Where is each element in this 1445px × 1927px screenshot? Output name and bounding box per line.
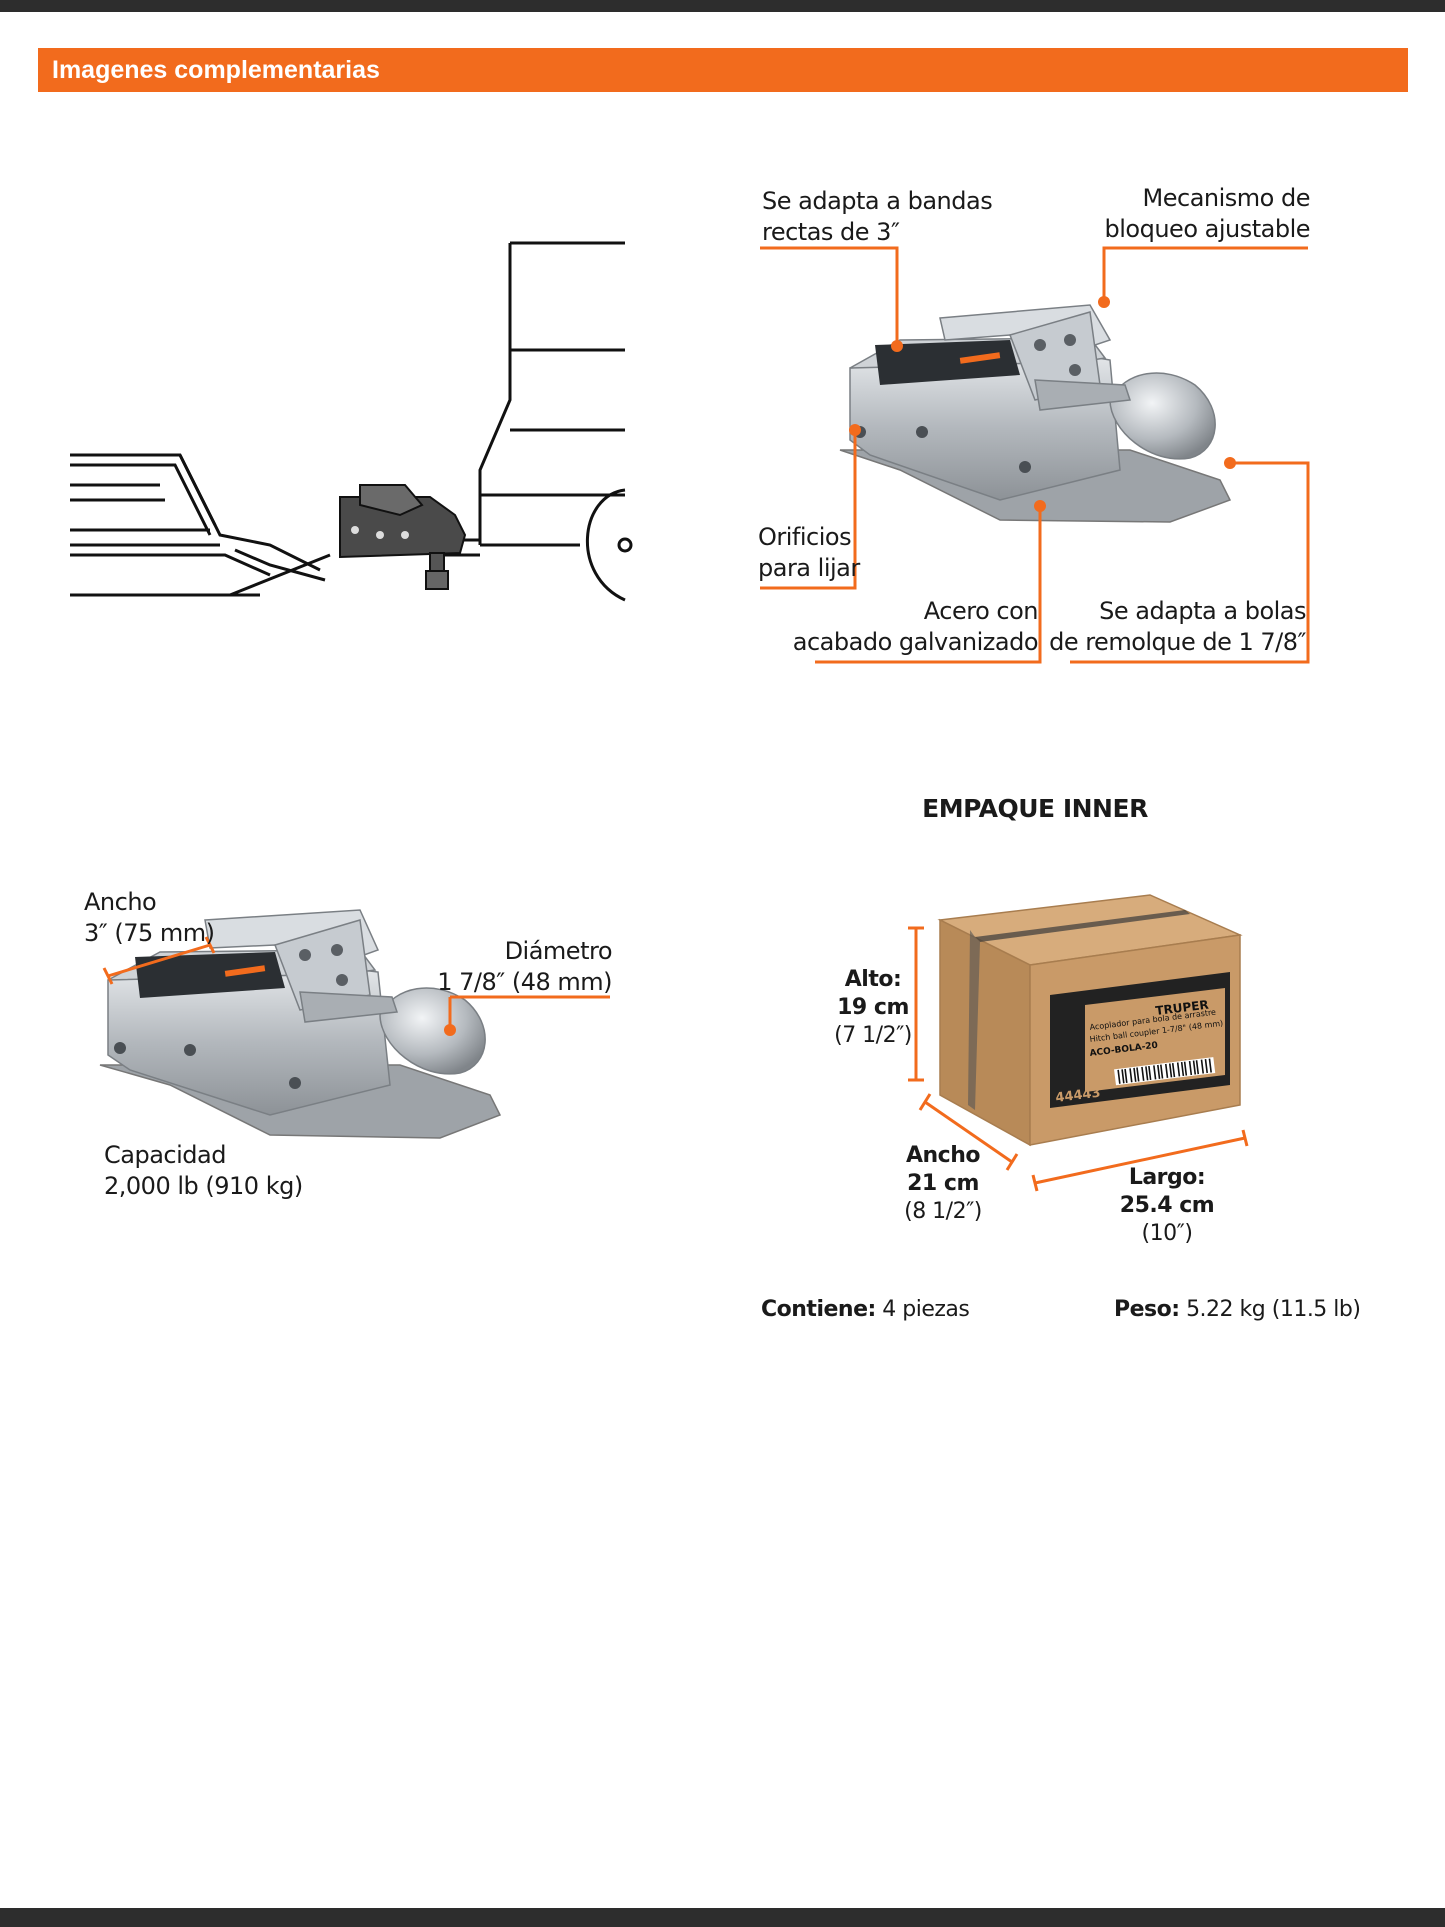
package-dimension-lines xyxy=(908,926,1249,1192)
feature-bolas: Se adapta a bolas de remolque de 1 7/8″ xyxy=(1049,597,1306,656)
box-code: 44443 xyxy=(1055,1086,1102,1106)
feature-bandas: Se adapta a bandas rectas de 3″ xyxy=(762,187,993,246)
coupler-silhouette xyxy=(339,484,467,590)
spec-capacidad: Capacidad 2,000 lb (910 kg) xyxy=(104,1141,303,1200)
box-barcode xyxy=(1114,1057,1216,1086)
callout-lines xyxy=(760,246,1310,664)
package-title: EMPAQUE INNER xyxy=(922,794,1148,823)
spec-diametro: Diámetro 1 7/8″ (48 mm) xyxy=(437,937,612,996)
package-largo: Largo: 25.4 cm (10″) xyxy=(1119,1165,1215,1246)
coupler-dimension-image xyxy=(99,909,610,1139)
top-bar xyxy=(0,0,1445,12)
package-peso: Peso: 5.22 kg (11.5 lb) xyxy=(1114,1297,1361,1322)
trailer-hitch-illustration xyxy=(70,241,633,602)
feature-mecanismo: Mecanismo de bloqueo ajustable xyxy=(1104,184,1311,243)
feature-acero: Acero con acabado galvanizado xyxy=(792,597,1039,656)
coupler-body-2 xyxy=(99,909,502,1139)
dimension-lines xyxy=(102,936,610,1027)
coupler-body xyxy=(839,304,1232,523)
package-alto: Alto: 19 cm (7 1/2″) xyxy=(834,967,912,1048)
section-header: Imagenes complementarias xyxy=(38,48,1408,92)
package-ancho: Ancho 21 cm (8 1/2″) xyxy=(904,1143,982,1224)
bottom-bar xyxy=(0,1908,1445,1927)
spec-ancho: Ancho 3″ (75 mm) xyxy=(84,888,215,947)
cardboard-box xyxy=(937,894,1243,1147)
callout-dots xyxy=(849,296,1236,512)
coupler-feature-image xyxy=(760,246,1310,664)
diametro-dot xyxy=(444,1024,456,1036)
package-box-image: TRUPER Acoplador para bola de arrastre H… xyxy=(908,894,1249,1192)
package-contiene: Contiene: 4 piezas xyxy=(761,1297,970,1322)
feature-orificios: Orificios para lijar xyxy=(758,523,860,582)
box-brand: TRUPER xyxy=(1155,998,1210,1018)
